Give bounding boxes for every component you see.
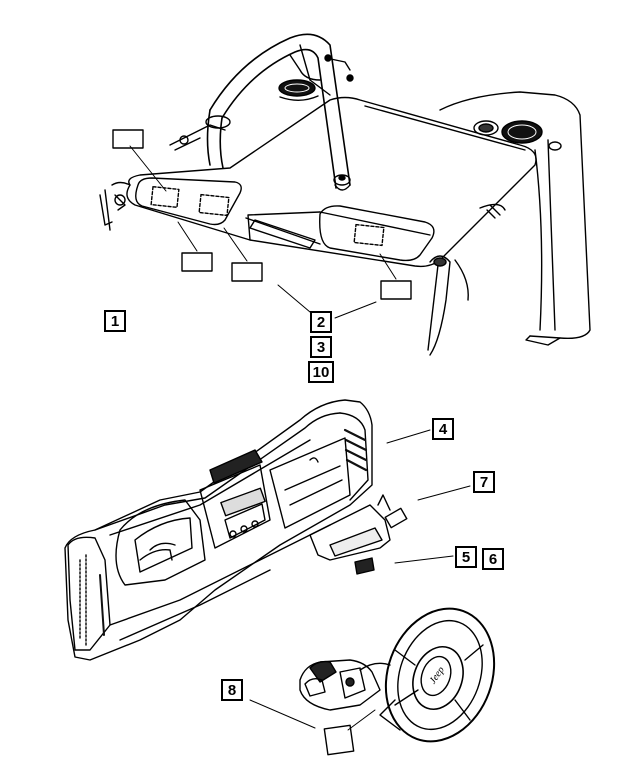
instrument-panel (64, 399, 408, 661)
steering-wheel-assembly (299, 607, 496, 743)
callout-6: 6 (482, 548, 504, 570)
callout-4: 4 (432, 418, 454, 440)
label-placeholder-airbag (323, 724, 355, 756)
callout-3: 3 (310, 336, 332, 358)
callout-5: 5 (455, 546, 477, 568)
vehicle-roof-assembly (99, 33, 591, 356)
callout-8: 8 (221, 679, 243, 701)
leader-lines-dash (386, 429, 471, 564)
leader-lines-wheel (249, 699, 376, 731)
callout-2: 2 (310, 311, 332, 333)
callout-10: 10 (308, 361, 334, 383)
callout-7: 7 (473, 471, 495, 493)
leader-lines-roof (129, 145, 397, 319)
callout-1: 1 (104, 310, 126, 332)
label-placeholders-roof (112, 129, 412, 300)
